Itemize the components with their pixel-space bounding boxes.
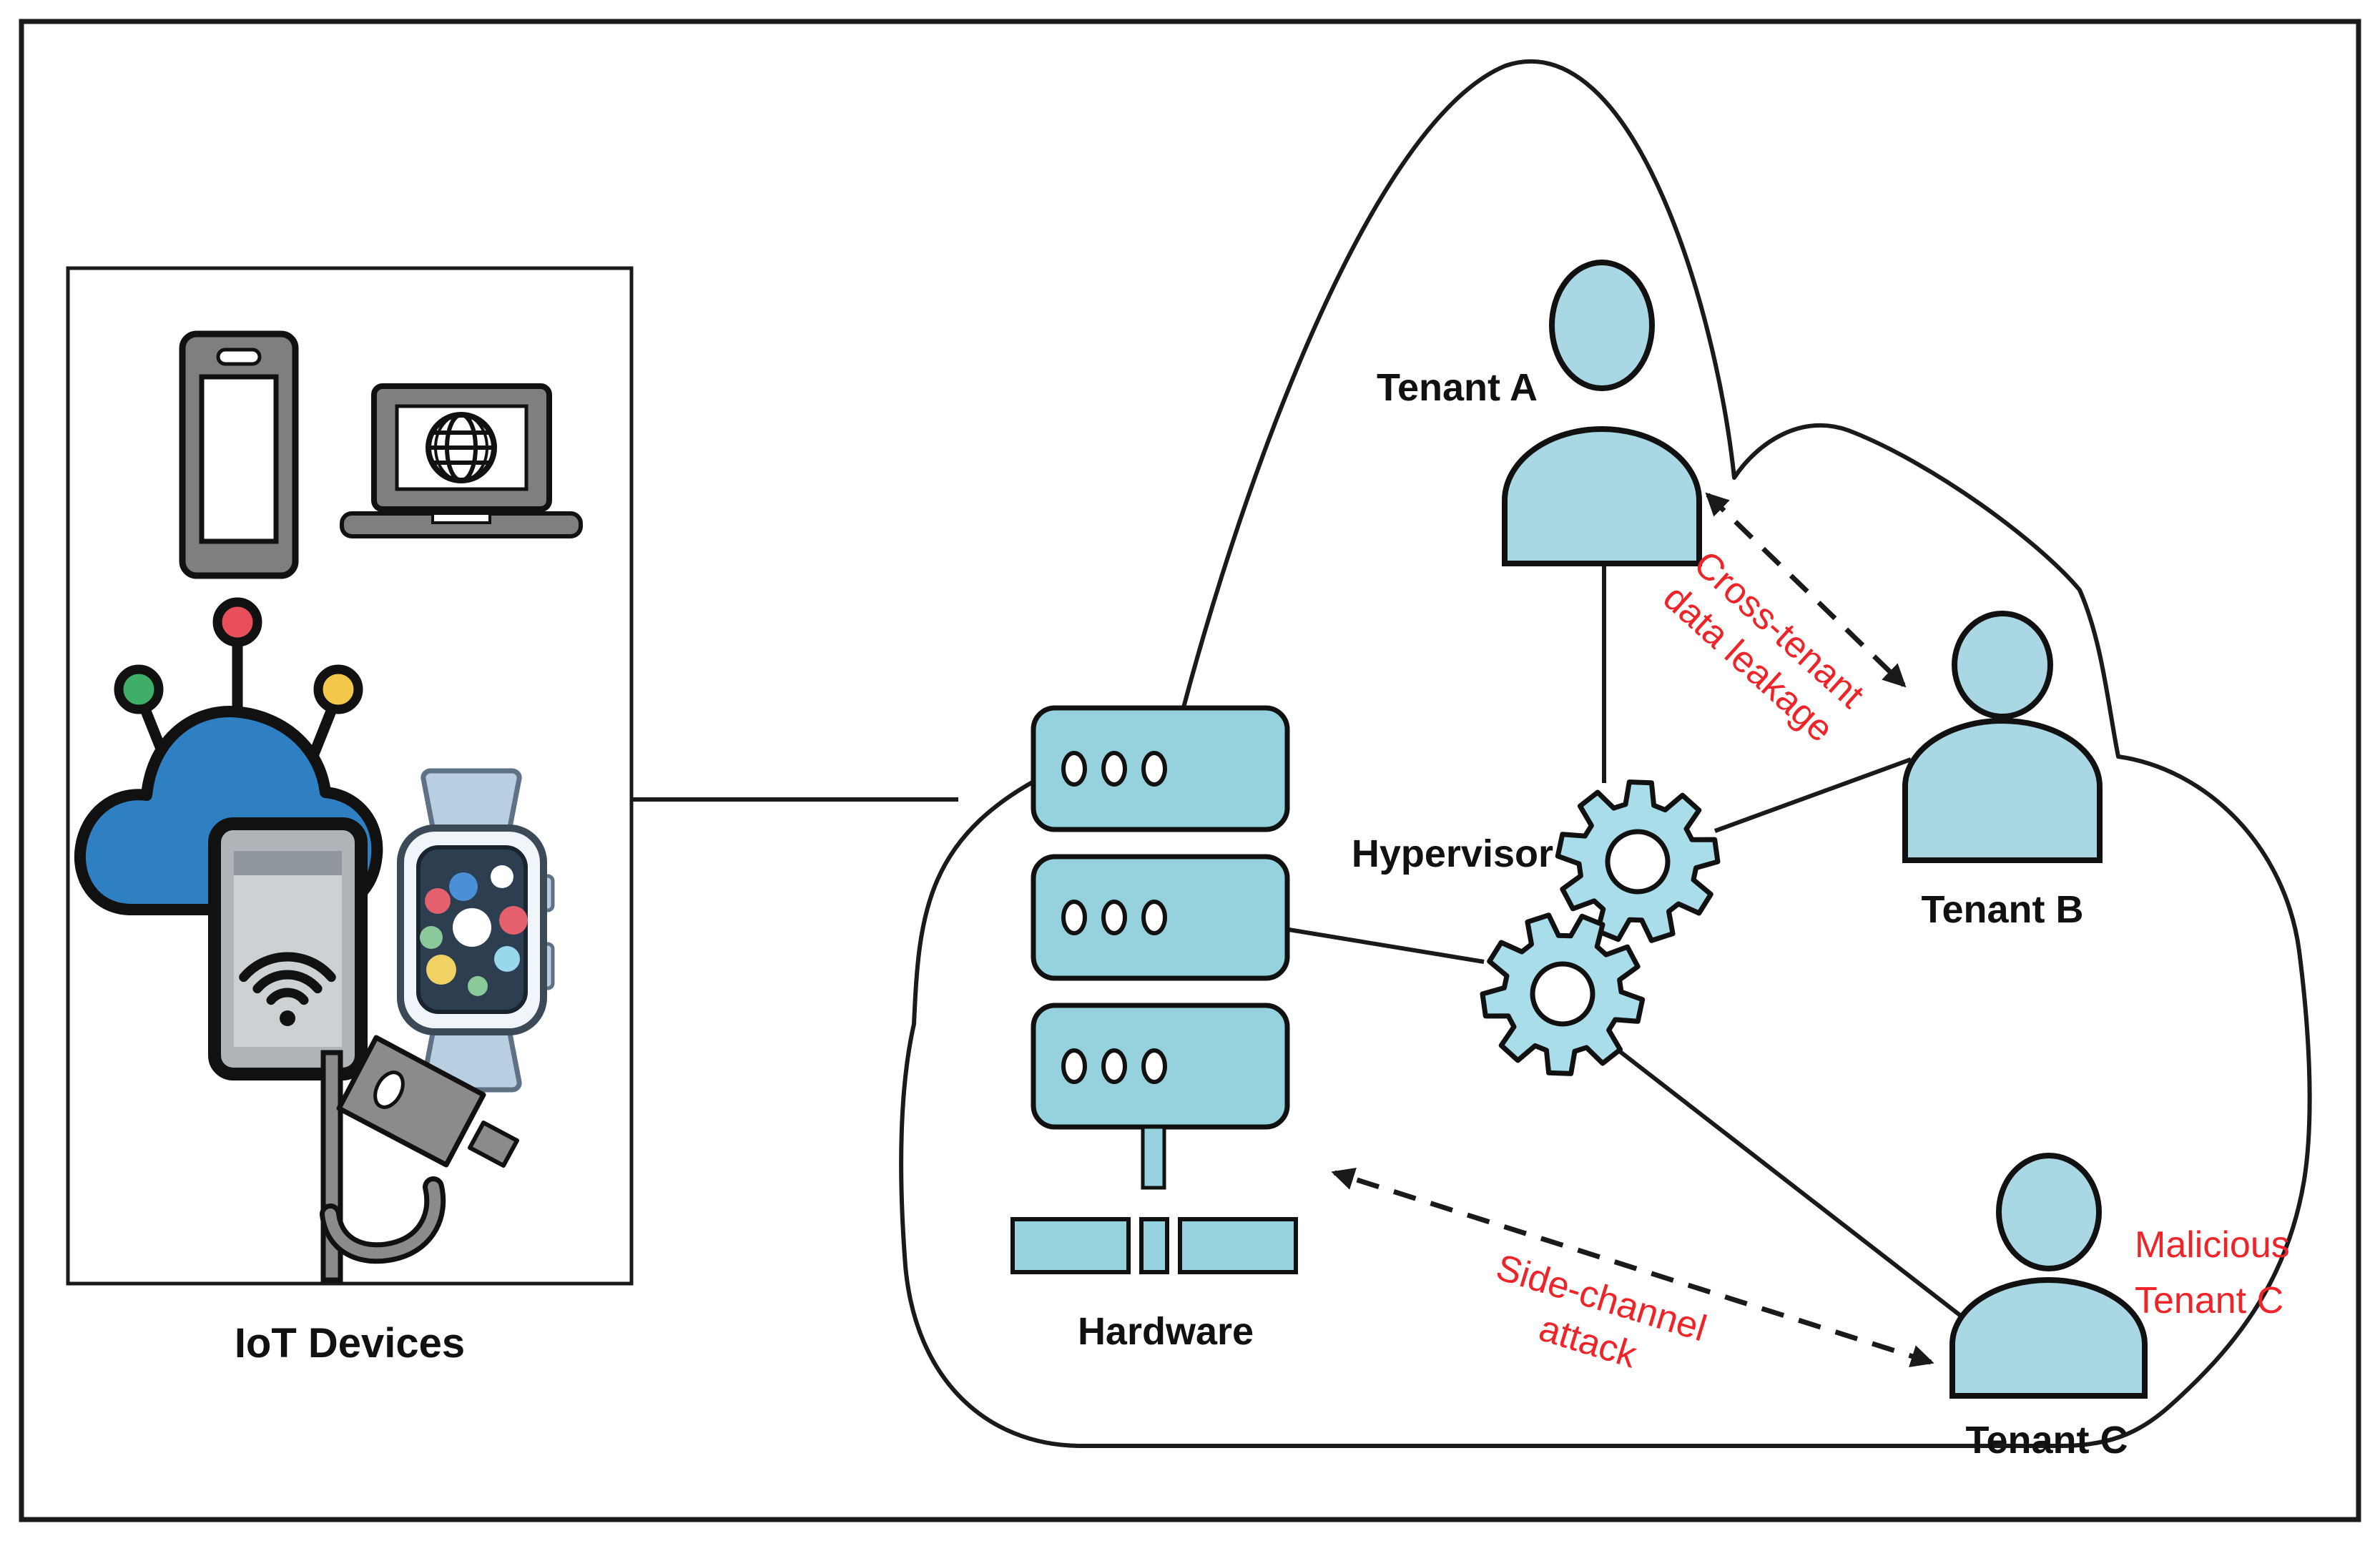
iot-devices-label: IoT Devices [235, 1320, 465, 1367]
laptop-icon [340, 383, 583, 538]
line-tenant-b-hypervisor [1713, 757, 1912, 833]
tenant-c-icon [1949, 1153, 2148, 1399]
smartphone-icon [179, 330, 299, 579]
tenant-a-label: Tenant A [1377, 366, 1538, 409]
tenant-a-icon [1502, 260, 1702, 566]
watch-app-dots [420, 865, 528, 996]
outer-frame [19, 19, 2361, 1522]
side-channel-arrow [1331, 1167, 1934, 1368]
gear-bottom-icon [1480, 912, 1646, 1076]
line-hardware-hypervisor [1288, 927, 1485, 964]
malicious-tenant-label-line1: Malicious [2135, 1224, 2290, 1266]
tenant-b-icon [1902, 611, 2103, 863]
cctv-camera-icon [320, 1035, 519, 1283]
hypervisor-gears-icon [1480, 779, 1721, 1076]
wifi-icon [239, 952, 336, 1026]
malicious-tenant-label-line2: Tenant C [2135, 1280, 2283, 1321]
globe-icon [426, 412, 497, 483]
iot-hub-icon [74, 597, 383, 1080]
iot-devices-box [66, 266, 634, 1286]
hardware-servers-icon [1010, 705, 1298, 1274]
smartwatch-icon [397, 768, 555, 1093]
hardware-label: Hardware [1078, 1310, 1254, 1353]
hub-phone-icon [208, 817, 368, 1080]
tenant-b-label: Tenant B [1922, 888, 2084, 931]
malicious-tenant-label: Malicious Tenant C [2135, 1224, 2290, 1321]
gear-top-icon [1555, 779, 1721, 943]
cross-tenant-arrow [1705, 492, 1907, 688]
tenant-c-label: Tenant C [1966, 1419, 2128, 1462]
hypervisor-label: Hypervisor [1352, 832, 1553, 875]
